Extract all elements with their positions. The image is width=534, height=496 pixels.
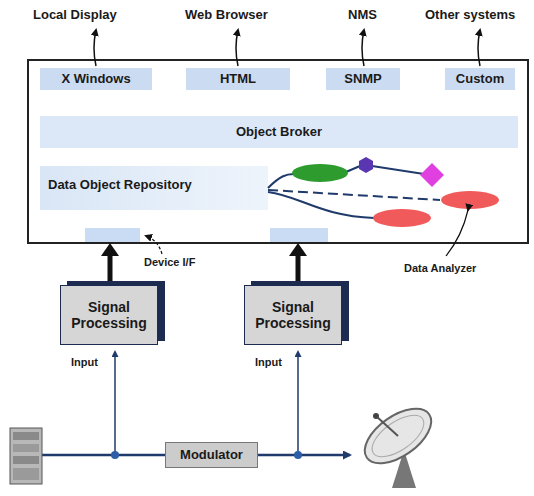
junction-dot <box>294 451 302 459</box>
node-text: Signal Processing <box>245 299 341 331</box>
signal-line <box>42 454 165 457</box>
broker-band: Object Broker <box>40 116 518 148</box>
analyzer-ellipse <box>373 209 431 227</box>
callout-label: Data Analyzer <box>404 262 476 274</box>
node-text: Modulator <box>180 448 243 463</box>
leader-line <box>446 210 468 256</box>
output-arrow <box>478 30 480 66</box>
signal-line <box>258 454 350 457</box>
processing-box: Signal Processing <box>60 285 158 345</box>
node-text: HTML <box>220 72 256 87</box>
node-text: Object Broker <box>236 125 322 140</box>
device-interface <box>270 228 328 242</box>
output-arrow <box>236 30 238 66</box>
output-label: Other systems <box>425 8 515 22</box>
interface-box: SNMP <box>326 68 400 90</box>
node-text: Custom <box>456 72 504 87</box>
analyzer-hexagon <box>359 157 373 173</box>
node-text: Data Object Repository <box>48 178 192 193</box>
equipment-rack <box>10 428 42 484</box>
input-tap <box>297 352 299 452</box>
modulator-box: Modulator <box>165 442 258 468</box>
input-tap <box>114 352 116 452</box>
satellite-dish <box>355 398 440 488</box>
interface-box: HTML <box>186 68 290 90</box>
output-arrow <box>94 30 96 66</box>
analyzer-link <box>346 166 360 172</box>
analyzer-link <box>268 174 294 188</box>
analyzer-ellipse <box>292 164 348 182</box>
analyzer-link <box>372 166 424 174</box>
repository-band <box>40 166 268 210</box>
interface-box: Custom <box>445 68 515 90</box>
processing-box: Signal Processing <box>244 285 342 345</box>
device-interface <box>85 228 140 242</box>
callout-label: Device I/F <box>144 256 195 268</box>
node-text: SNMP <box>344 72 382 87</box>
analyzer-diamond <box>420 163 444 187</box>
system-housing <box>28 60 528 243</box>
node-text: X Windows <box>61 72 130 87</box>
input-label: Input <box>71 356 98 368</box>
data-arrow <box>296 254 301 282</box>
repository-box: Data Object Repository <box>42 170 264 200</box>
junction-dot <box>111 451 119 459</box>
analyzer-ellipse <box>441 191 499 209</box>
node-text: Signal Processing <box>61 299 157 331</box>
data-arrow <box>108 254 113 282</box>
output-label: Local Display <box>33 8 117 22</box>
output-arrow <box>362 30 364 66</box>
output-label: NMS <box>348 8 377 22</box>
data-arrow <box>289 243 307 256</box>
output-label: Web Browser <box>185 8 268 22</box>
analyzer-link <box>268 192 374 218</box>
interface-box: X Windows <box>40 68 152 90</box>
leader-line <box>146 236 162 254</box>
input-label: Input <box>255 356 282 368</box>
data-arrow <box>101 243 119 256</box>
